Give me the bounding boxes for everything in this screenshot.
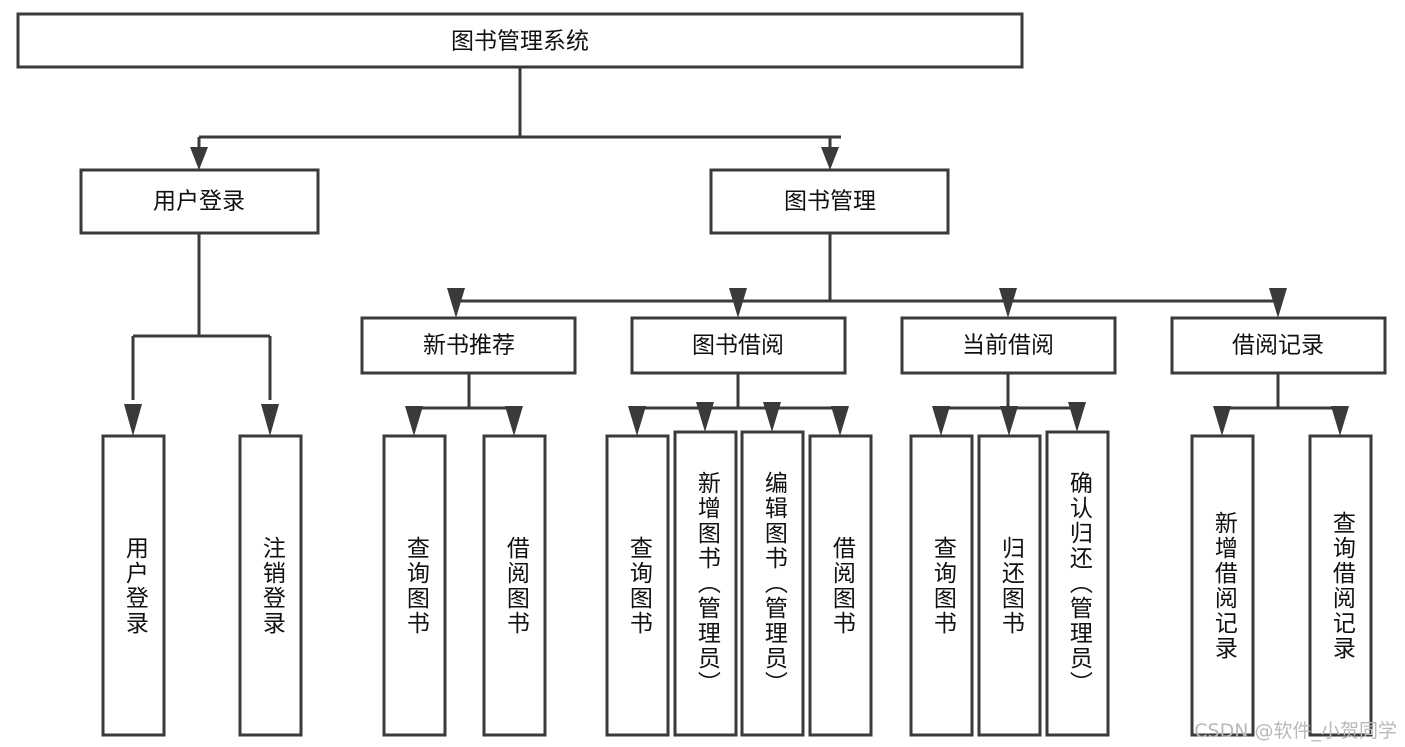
leaf-box-query-book-3[interactable] (909, 434, 974, 737)
node-book-borrow-box[interactable] (630, 316, 847, 375)
leaf-box-borrow-book-2[interactable] (808, 434, 873, 737)
arrow-record-child-1 (1213, 406, 1231, 436)
node-borrow-record-label: 借阅记录 (1232, 333, 1324, 359)
arrow-new-book-rec (447, 288, 465, 318)
arrow-current-child-3 (1068, 402, 1086, 432)
node-new-book-recommend[interactable]: 新书推荐 (360, 316, 577, 375)
node-book-management[interactable]: 图书管理 (709, 168, 950, 235)
leaf-box-borrow-book-1[interactable] (482, 434, 547, 737)
arrow-book-borrow (729, 288, 747, 318)
arrow-record-child-2 (1331, 406, 1349, 436)
node-current-borrow-label: 当前借阅 (962, 333, 1054, 359)
arrow-newbook-child-2 (505, 406, 523, 436)
arrow-current-child-2 (1000, 406, 1018, 436)
node-new-book-recommend-label: 新书推荐 (423, 333, 515, 359)
arrow-borrow-child-1 (628, 406, 646, 436)
leaf-box-query-borrow-record[interactable] (1308, 434, 1373, 737)
node-current-borrow[interactable]: 当前借阅 (900, 316, 1117, 375)
arrow-borrow-child-3 (763, 402, 781, 432)
arrow-leaf-user-login (124, 404, 142, 436)
arrow-borrow-record (1269, 288, 1287, 318)
node-user-login-label: 用户登录 (153, 189, 245, 215)
arrow-newbook-child-1 (405, 406, 423, 436)
node-user-login[interactable]: 用户登录 (79, 168, 320, 235)
leaf-box-user-login[interactable] (101, 434, 166, 737)
leaf-box-add-book-admin[interactable] (673, 430, 738, 737)
leaf-box-group (101, 430, 1373, 737)
arrow-current-child-1 (932, 406, 950, 436)
arrow-borrow-child-2 (696, 402, 714, 432)
leaf-box-return-book[interactable] (977, 434, 1042, 737)
leaf-box-confirm-return-admin[interactable] (1045, 430, 1110, 737)
arrow-current-borrow (999, 288, 1017, 318)
node-root-box[interactable] (16, 12, 1024, 69)
node-borrow-record[interactable]: 借阅记录 (1170, 316, 1387, 375)
node-current-borrow-box[interactable] (900, 316, 1117, 375)
node-borrow-record-box[interactable] (1170, 316, 1387, 375)
connector-group (124, 67, 1349, 436)
node-root[interactable]: 图书管理系统 (16, 12, 1024, 69)
node-book-borrow-label: 图书借阅 (692, 333, 784, 359)
node-book-borrow[interactable]: 图书借阅 (630, 316, 847, 375)
node-book-management-box[interactable] (709, 168, 950, 235)
arrow-user-login (190, 147, 208, 170)
leaf-box-logout[interactable] (238, 434, 303, 737)
arrow-borrow-child-4 (831, 406, 849, 436)
arrow-book-mgmt (821, 147, 839, 170)
node-root-label: 图书管理系统 (451, 29, 589, 55)
node-book-management-label: 图书管理 (784, 189, 876, 215)
arrow-leaf-logout (261, 404, 279, 436)
leaf-box-query-book-1[interactable] (382, 434, 447, 737)
leaf-box-query-book-2[interactable] (605, 434, 670, 737)
node-new-book-recommend-box[interactable] (360, 316, 577, 375)
node-user-login-box[interactable] (79, 168, 320, 235)
leaf-box-edit-book-admin[interactable] (740, 430, 805, 737)
leaf-box-add-borrow-record[interactable] (1190, 434, 1255, 737)
